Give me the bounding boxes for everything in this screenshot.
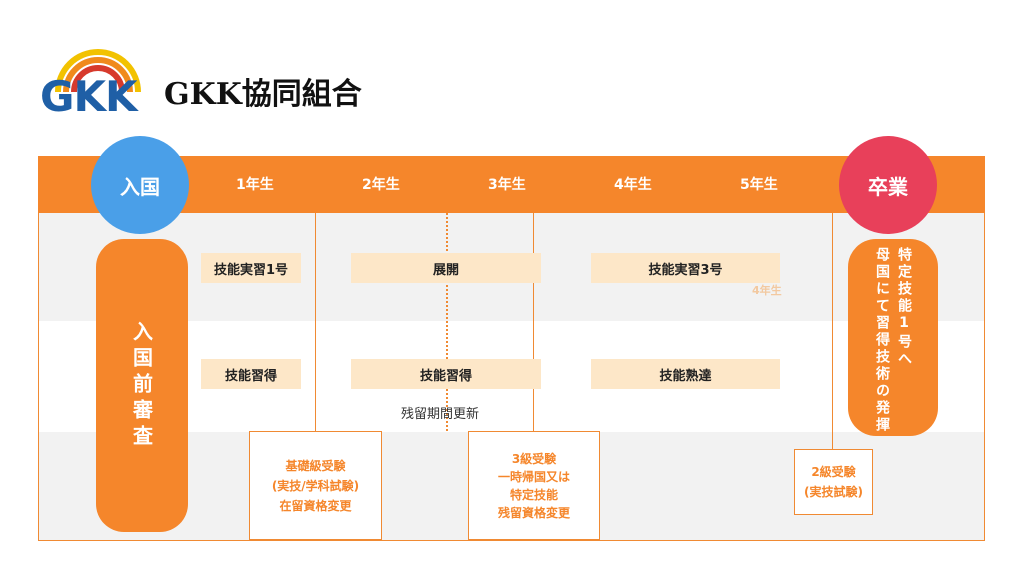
logo-letters: GKK (40, 72, 138, 121)
exam-grade3-line2: 一時帰国又は (497, 469, 570, 484)
year-label-4: 4年生 (614, 177, 652, 193)
year-label-2: 2年生 (362, 177, 400, 193)
exam-basic-line3: 在留資格変更 (279, 498, 352, 513)
pill-skill-mastery-label: 技能熟達 (659, 368, 712, 384)
pill-training-1: 技能実習1号 (201, 253, 301, 283)
pill-training-1-label: 技能実習1号 (213, 262, 289, 278)
year-label-5: 5年生 (740, 177, 778, 193)
timeline-band (38, 156, 985, 213)
pill-skill-mastery: 技能熟達 (591, 359, 780, 389)
pre-entry-pill: 入国前審査 (96, 239, 188, 532)
after-graduation-pill: 特定技能1号へ 母国にて習得技術の発揮 (848, 239, 938, 436)
after-text-col1: 特定技能1号へ (896, 247, 912, 368)
divider-end (832, 213, 833, 449)
exam-grade3-line3: 特定技能 (509, 487, 558, 502)
exam-box-grade2: 2級受験 (実技試験) (794, 449, 873, 515)
organization-name: GKK協同組合 (164, 77, 362, 112)
exam-grade3-line4: 残留資格変更 (497, 505, 570, 520)
pre-entry-label: 入国前審査 (129, 320, 154, 451)
exam-basic-line2: (実技/学科試験) (271, 478, 360, 493)
pill-skill-acquire-2-label: 技能習得 (419, 368, 472, 384)
exam-grade3-line1: 3級受験 (511, 451, 557, 466)
entry-circle: 入国 (91, 136, 189, 234)
exam-basic-line1: 基礎級受験 (285, 458, 346, 473)
graduation-label: 卒業 (868, 174, 908, 199)
renewal-note: 残留期間更新 (401, 407, 480, 422)
pill-skill-acquire-1: 技能習得 (201, 359, 301, 389)
graduation-circle: 卒業 (839, 136, 937, 234)
divider-year3 (533, 213, 534, 431)
year-label-3: 3年生 (488, 177, 526, 193)
entry-label: 入国 (120, 174, 160, 199)
ghost-year-label: 4年生 (752, 284, 782, 297)
logo-rainbow-icon (55, 49, 141, 93)
pill-expansion-label: 展開 (432, 262, 459, 278)
exam-box-grade3: 3級受験 一時帰国又は 特定技能 残留資格変更 (468, 431, 600, 540)
exam-box-basic: 基礎級受験 (実技/学科試験) 在留資格変更 (249, 431, 382, 540)
year-label-1: 1年生 (236, 177, 274, 193)
pill-expansion: 展開 (351, 253, 541, 283)
pill-skill-acquire-2: 技能習得 (351, 359, 541, 389)
exam-grade2-line1: 2級受験 (811, 465, 856, 479)
pill-training-3-label: 技能実習3号 (648, 262, 723, 278)
divider-year1 (315, 213, 316, 431)
divider-dotted (446, 213, 448, 431)
pill-training-3: 技能実習3号 (591, 253, 780, 283)
exam-grade2-line2: (実技試験) (804, 485, 863, 499)
pill-skill-acquire-1-label: 技能習得 (224, 368, 277, 384)
after-text-col2: 母国にて習得技術の発揮 (874, 247, 890, 434)
